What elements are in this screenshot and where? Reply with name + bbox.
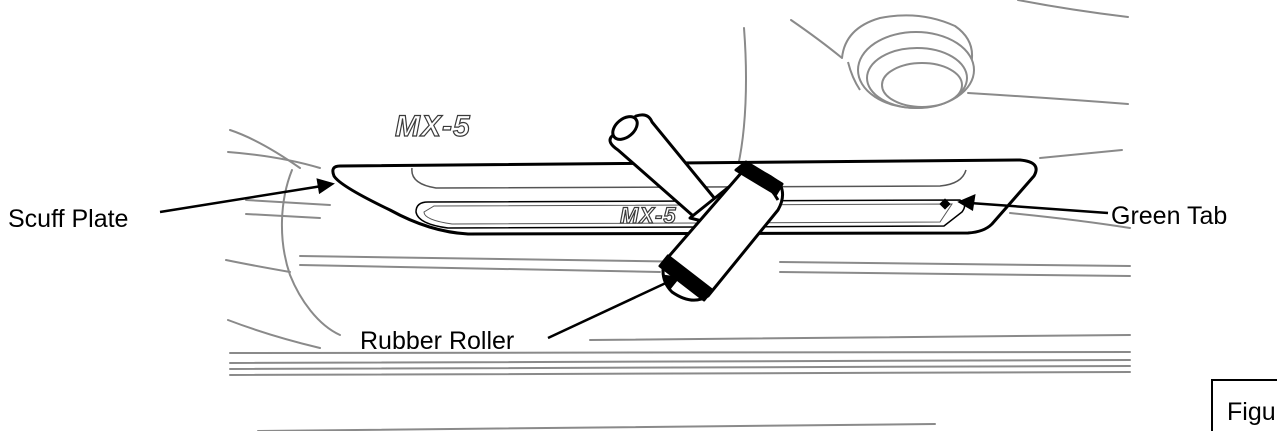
- fuel-cap-outline: [841, 14, 975, 109]
- body-badge: MX-5: [395, 110, 471, 143]
- callout-leaders: [159, 178, 1109, 340]
- label-scuff-plate: Scuff Plate: [8, 205, 128, 233]
- figure-label-box: Figu: [1211, 379, 1277, 431]
- plate-badge: MX-5: [620, 203, 677, 228]
- car-body-outline: [225, 0, 1131, 431]
- green-tab-marker: [939, 198, 951, 210]
- label-rubber-roller: Rubber Roller: [360, 327, 514, 355]
- rubber-roller: [608, 113, 785, 302]
- label-green-tab: Green Tab: [1111, 202, 1227, 230]
- figure-label: Figu: [1227, 398, 1276, 426]
